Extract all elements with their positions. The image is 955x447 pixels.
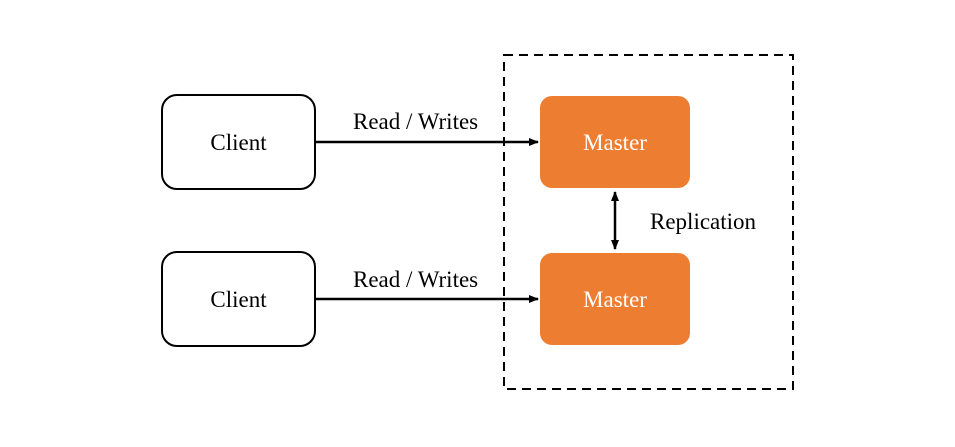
read-writes-label-2: Read / Writes [353,267,479,292]
master-cluster-boundary [503,54,794,390]
replication-label: Replication [650,209,757,234]
read-writes-label-1: Read / Writes [353,109,479,134]
client-node-2: Client [161,251,316,347]
master-node-2: Master [540,253,690,345]
master-node-1-label: Master [583,129,647,155]
master-node-2-label: Master [583,286,647,312]
client-node-1-label: Client [210,129,267,155]
client-node-1: Client [161,94,316,190]
master-node-1: Master [540,96,690,188]
client-node-2-label: Client [210,286,267,312]
